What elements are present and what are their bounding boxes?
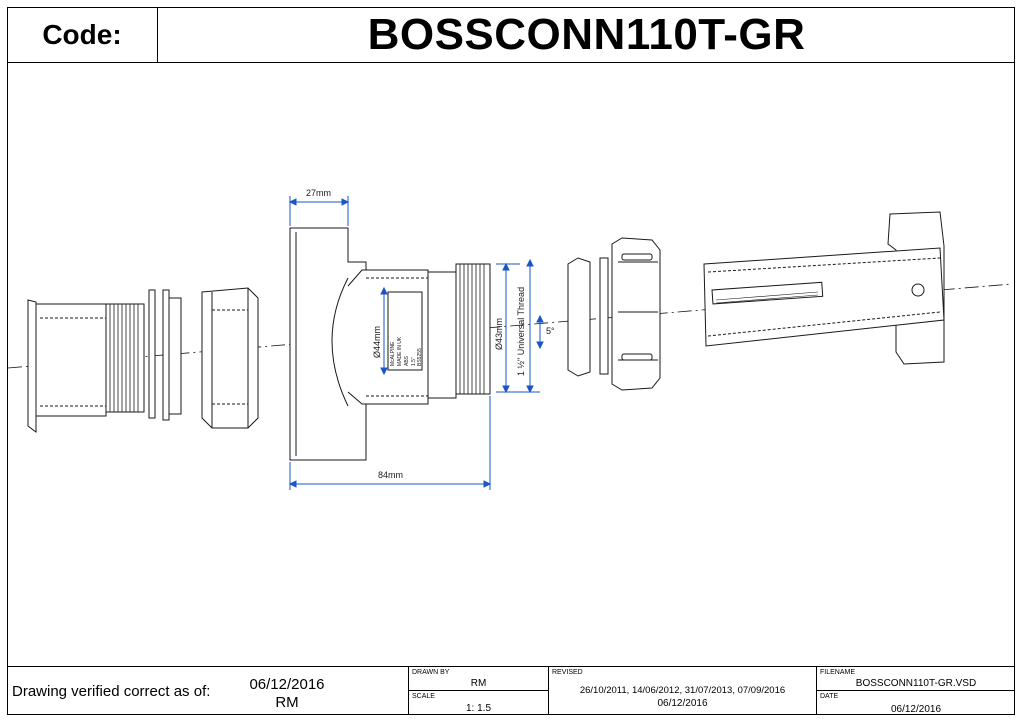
emboss-line-1: McALPINE [390, 341, 396, 366]
date-value: 06/12/2016 [890, 704, 942, 715]
date-cell: DATE 06/12/2016 [817, 691, 1015, 715]
dimension-84mm [288, 396, 492, 490]
revised-label: REVISED [552, 669, 583, 676]
code-label: Code: [42, 18, 122, 50]
filename-value: BOSSCONN110T-GR.VSD [855, 678, 977, 689]
revised-dates: 26/10/2011, 14/06/2012, 31/07/2013, 07/0… [579, 685, 786, 696]
filename-cell: FILENAME BOSSCONN110T-GR.VSD [817, 667, 1015, 691]
union-nut-part [611, 237, 661, 391]
verified-by: RM [275, 694, 299, 711]
title-block: Drawing verified correct as of: 06/12/20… [7, 666, 1015, 715]
emboss-text: McALPINE MADE IN UK ABS 1.5" BS5255 [390, 336, 423, 366]
date-label: DATE [820, 693, 839, 700]
product-code: BOSSCONN110T-GR [367, 9, 806, 59]
scale-cell: SCALE 1: 1.5 [409, 691, 549, 715]
scale-value: 1: 1.5 [465, 703, 492, 714]
dim-84mm-label: 84mm [378, 470, 403, 480]
revised-cell: REVISED 26/10/2011, 14/06/2012, 31/07/20… [549, 667, 817, 715]
washer-part [148, 289, 182, 421]
emboss-line-5: BS5255 [417, 348, 423, 366]
code-label-cell: Code: [7, 7, 158, 63]
technical-drawing: McALPINE MADE IN UK ABS 1.5" BS5255 [8, 188, 1013, 490]
dimension-thread [496, 258, 544, 394]
dim-inner-dia-label: Ø44mm [372, 326, 382, 358]
thread-label: 1 ½" Universal Thread [516, 287, 526, 376]
back-nut-part [201, 287, 259, 429]
dim-outer-dia-label: Ø43mm [494, 318, 504, 350]
angle-label: 5° [546, 326, 555, 336]
verified-label: Drawing verified correct as of: [12, 683, 211, 700]
revised-latest: 06/12/2016 [657, 698, 708, 709]
verified-date: 06/12/2016 [249, 676, 325, 693]
strap-part [703, 211, 945, 365]
emboss-line-2: MADE IN UK [397, 336, 403, 366]
emboss-line-3: ABS [404, 355, 410, 366]
emboss-line-4: 1.5" [411, 357, 417, 366]
threaded-tube-part [27, 299, 145, 433]
dimension-27mm [288, 196, 350, 226]
drawn-by-value: RM [470, 678, 487, 689]
seal-ring-part [567, 257, 609, 377]
verified-cell: Drawing verified correct as of: 06/12/20… [7, 667, 409, 715]
dimension-inner-dia [380, 286, 388, 376]
scale-label: SCALE [412, 693, 435, 700]
drawn-by-label: DRAWN BY [412, 669, 450, 676]
drawn-by-cell: DRAWN BY RM [409, 667, 549, 691]
boss-body-part: McALPINE MADE IN UK ABS 1.5" BS5255 [289, 227, 491, 461]
filename-label: FILENAME [820, 669, 856, 676]
product-code-cell: BOSSCONN110T-GR [158, 7, 1015, 63]
drawing-frame [7, 7, 1015, 715]
dim-27mm-label: 27mm [306, 188, 331, 198]
